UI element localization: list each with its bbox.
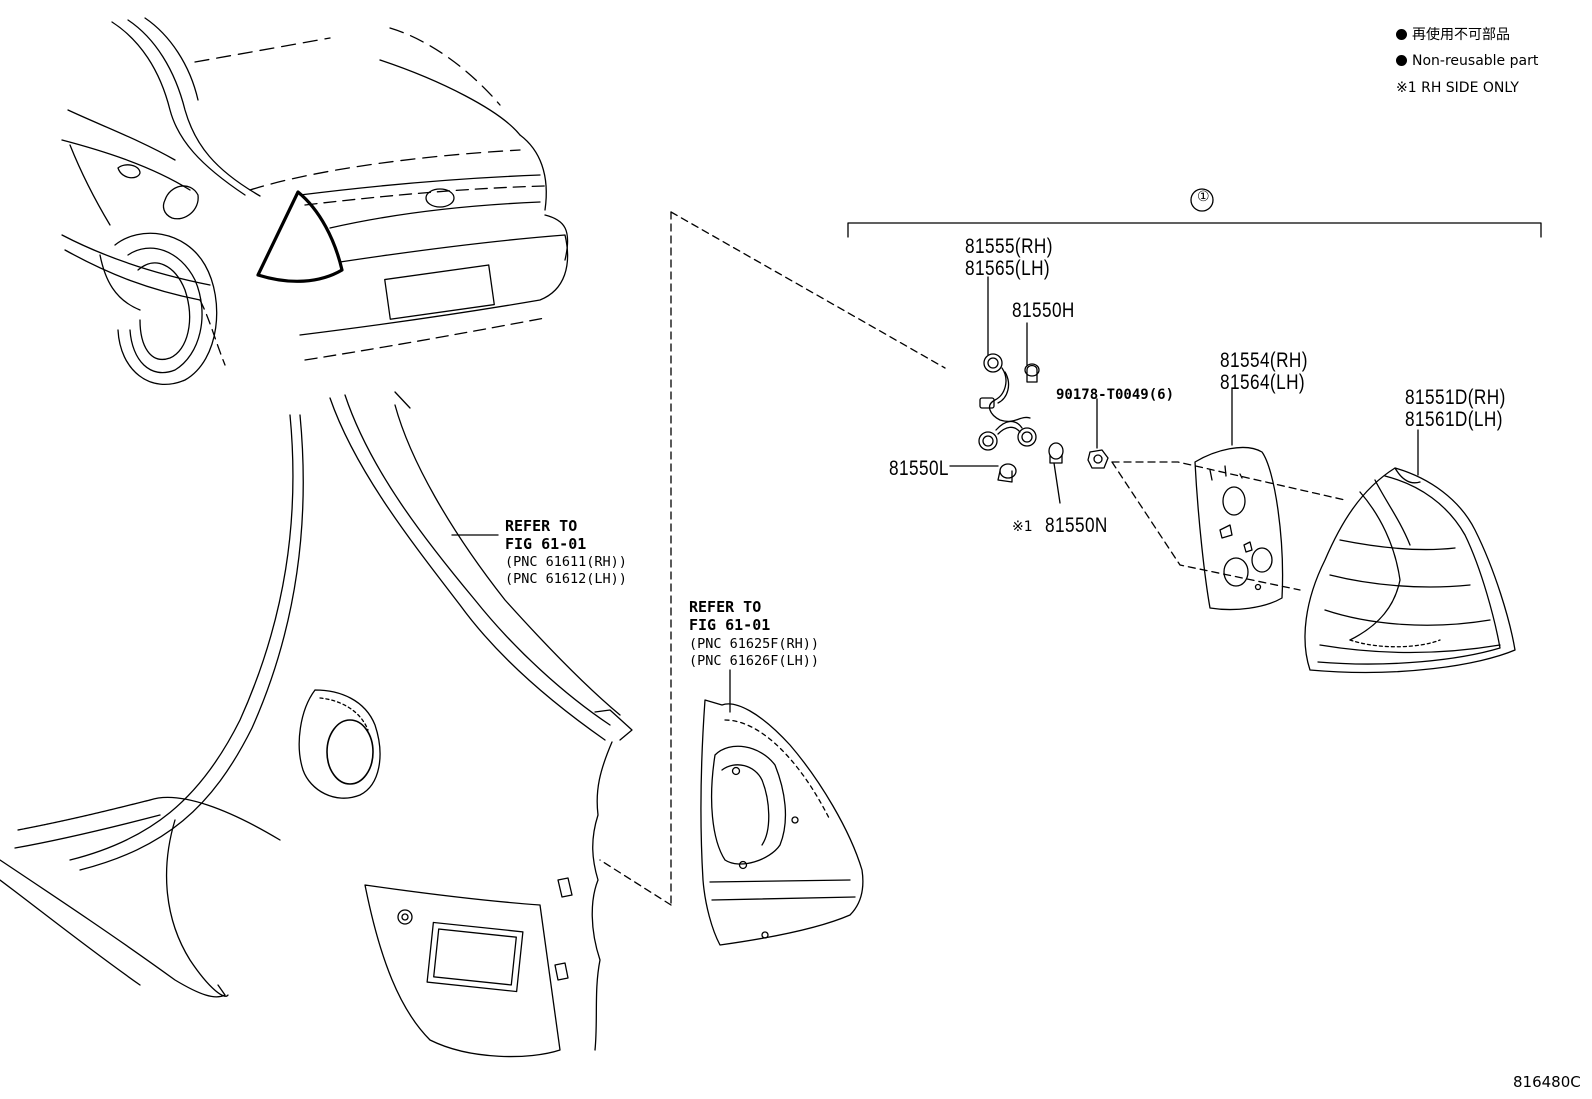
label-81564-lh: 81564(LH)	[1220, 371, 1306, 394]
label-81550N: 81550N	[1045, 514, 1108, 537]
ref-inner-line3: (PNC 61625F(RH))	[689, 636, 820, 652]
bulb-81550L	[997, 463, 1017, 483]
label-81551D-rh: 81551D(RH)	[1405, 386, 1506, 409]
legend-text-en: Non-reusable part	[1412, 53, 1539, 69]
label-81550L: 81550L	[889, 457, 949, 480]
assembly-bracket	[847, 222, 1542, 238]
filled-dot-icon	[1396, 55, 1407, 66]
legend-nonreusable-en: Non-reusable part	[1396, 54, 1538, 68]
label-note-mark: ※1	[1012, 519, 1033, 535]
screw-90178	[1087, 449, 1109, 469]
ref-quarter-line4: (PNC 61612(LH))	[505, 571, 627, 587]
ref-inner-line4: (PNC 61626F(LH))	[689, 653, 820, 669]
tail-lamp	[1304, 467, 1516, 674]
label-81565-lh: 81565(LH)	[965, 257, 1051, 280]
label-81554-rh: 81554(RH)	[1220, 349, 1308, 372]
inner-panel	[700, 699, 864, 946]
ref-quarter-line3: (PNC 61611(RH))	[505, 554, 627, 570]
car-overview	[61, 17, 569, 386]
quarter-panel	[0, 391, 633, 1058]
filled-dot-icon	[1396, 29, 1407, 40]
label-81555-rh: 81555(RH)	[965, 235, 1053, 258]
legend-nonreusable-jp: 再使用不可部品	[1396, 28, 1510, 42]
socket-harness	[978, 353, 1037, 451]
legend-rh-side-only: ※1 RH SIDE ONLY	[1396, 80, 1519, 96]
label-81550H: 81550H	[1012, 299, 1075, 322]
label-81561D-lh: 81561D(LH)	[1405, 408, 1503, 431]
legend-text-jp: 再使用不可部品	[1412, 27, 1510, 43]
label-90178: 90178-T0049(6)	[1056, 387, 1175, 403]
figure-code: 816480C	[1513, 1073, 1581, 1091]
ref-inner-line2: FIG 61-01	[689, 616, 771, 634]
bulb-81550H	[1024, 363, 1040, 383]
ref-quarter-line1: REFER TO	[505, 517, 578, 535]
leader-lines	[599, 211, 1346, 906]
part-leaders	[451, 276, 1419, 713]
ref-quarter-line2: FIG 61-01	[505, 535, 587, 553]
bulb-81550N	[1048, 442, 1064, 464]
assembly-ref-number: ①	[1197, 189, 1210, 205]
gasket	[1194, 446, 1284, 611]
assembly-ref-circle	[1190, 188, 1214, 212]
ref-inner-line1: REFER TO	[689, 598, 762, 616]
